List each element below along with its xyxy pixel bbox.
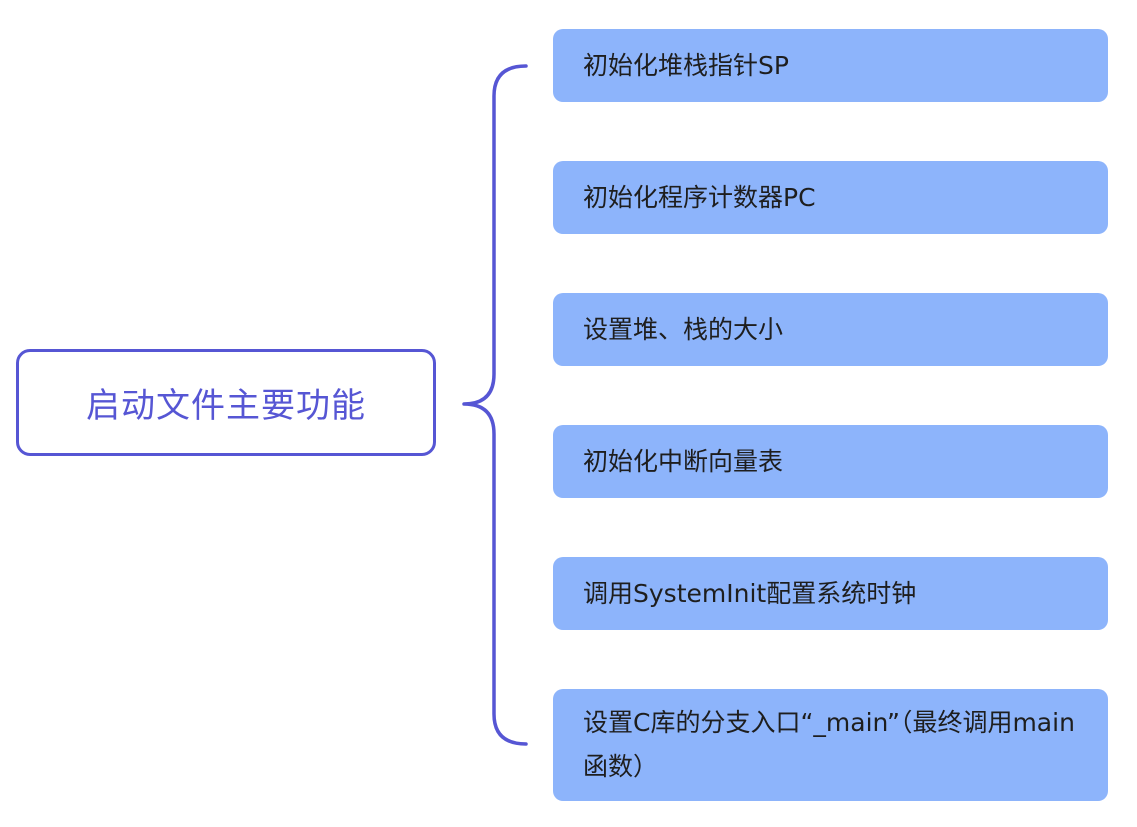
- connector-line: [462, 64, 528, 746]
- branch-label: 初始化堆栈指针SP: [583, 50, 789, 80]
- branch-node-init-program-counter[interactable]: 初始化程序计数器PC: [553, 161, 1108, 234]
- branch-node-init-vector-table[interactable]: 初始化中断向量表: [553, 425, 1108, 498]
- root-label: 启动文件主要功能: [86, 386, 366, 426]
- branch-label: 设置C库的分支入口“_main”（最终调用main函数）: [583, 708, 1075, 781]
- branch-node-call-systeminit[interactable]: 调用SystemInit配置系统时钟: [553, 557, 1108, 630]
- root-node[interactable]: 启动文件主要功能: [16, 349, 436, 456]
- branch-node-init-stack-pointer[interactable]: 初始化堆栈指针SP: [553, 29, 1108, 102]
- branch-node-set-c-library-entry[interactable]: 设置C库的分支入口“_main”（最终调用main函数）: [553, 689, 1108, 801]
- branch-label: 初始化程序计数器PC: [583, 182, 816, 212]
- branch-node-set-heap-stack-size[interactable]: 设置堆、栈的大小: [553, 293, 1108, 366]
- branch-label: 调用SystemInit配置系统时钟: [583, 578, 917, 608]
- branch-label: 设置堆、栈的大小: [583, 314, 784, 344]
- branch-label: 初始化中断向量表: [583, 446, 784, 476]
